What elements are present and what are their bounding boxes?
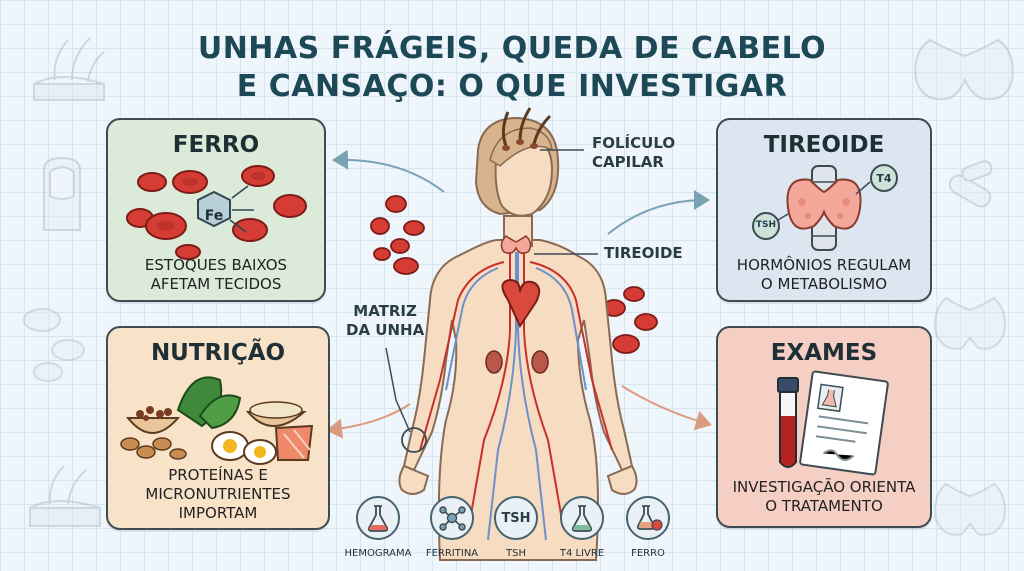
page-title: UNHAS FRÁGEIS, QUEDA DE CABELO E CANSAÇO…: [0, 30, 1024, 106]
card-tireoide-title: TIREOIDE: [763, 132, 885, 158]
hormone-tsh-label: TSH: [755, 220, 777, 230]
exam-hemograma: HEMOGRAMA: [336, 496, 420, 559]
label-matriz-da-unha: MATRIZ DA UNHA: [346, 302, 425, 339]
thyroid-outline-icon: [914, 38, 1014, 101]
exam-label: FERRITINA: [425, 548, 479, 559]
tsh-badge-icon: TSH: [494, 496, 538, 540]
thyroid-gland-icon: [752, 164, 898, 251]
title-line-1: UNHAS FRÁGEIS, QUEDA DE CABELO: [197, 31, 827, 66]
label-foliculo-capilar: FOLÍCULO CAPILAR: [592, 134, 676, 171]
arrow-to-exames: [621, 385, 712, 431]
card-exames: EXAMES INVESTIGAÇÃO ORIENTA O TRATAMENTO: [716, 326, 932, 528]
card-nutricao-description: PROTEÍNAS E MICRONUTRIENTES IMPORTAM: [145, 466, 291, 522]
hair-follicle-icon: [29, 465, 101, 527]
finger-nail-icon: [43, 156, 81, 231]
card-ferro-description: ESTOQUES BAIXOS AFETAM TECIDOS: [144, 256, 288, 293]
label-tireoide: TIREOIDE: [604, 244, 683, 262]
exam-label: FERRO: [631, 548, 665, 559]
exam-label: TSH: [506, 548, 526, 559]
card-nutricao-title: NUTRIÇÃO: [150, 340, 286, 366]
blood-cell-outline-icon: [23, 308, 85, 382]
hair-follicle-icon: [33, 37, 105, 101]
exam-tsh: TSH TSH: [474, 496, 558, 559]
iron-blood-cells-icon: [126, 165, 307, 260]
arrow-to-ferro: [332, 149, 445, 193]
exam-label: HEMOGRAMA: [344, 548, 412, 559]
exam-label: T4 LIVRE: [559, 548, 605, 559]
lab-report-icon: [777, 370, 889, 476]
thyroid-outline-icon: [934, 296, 1006, 350]
title-line-2: E CANSAÇO: O QUE INVESTIGAR: [236, 69, 788, 104]
card-tireoide: TIREOIDE T4 TSH HORMÔNIOS REGULAM O META…: [716, 118, 932, 302]
card-exames-description: INVESTIGAÇÃO ORIENTA O TRATAMENTO: [732, 478, 916, 515]
card-nutricao: NUTRIÇÃO PROTEÍNAS E MICRONUTRIENTES IMP…: [106, 326, 330, 530]
human-body-icon: [398, 107, 638, 561]
molecule-icon: [430, 496, 474, 540]
card-ferro: FERRO Fe ESTOQUES BAIXOS AFETAM TECIDOS: [106, 118, 326, 302]
flask-icon: [356, 496, 400, 540]
card-ferro-title: FERRO: [172, 132, 260, 158]
hormone-t4-label: T4: [876, 172, 892, 185]
thyroid-outline-icon: [934, 482, 1006, 536]
exam-ferro: FERRO: [606, 496, 690, 559]
flask-icon: [560, 496, 604, 540]
flask-drop-icon: [626, 496, 670, 540]
arrow-to-nutricao: [326, 403, 411, 439]
capsule-outline-icon: [948, 160, 993, 208]
iron-symbol: Fe: [204, 208, 224, 224]
card-exames-title: EXAMES: [770, 340, 878, 366]
exam-t4-livre: T4 LIVRE: [540, 496, 624, 559]
arrow-to-tireoide: [607, 190, 710, 235]
exam-ferritina: FERRITINA: [410, 496, 494, 559]
card-tireoide-description: HORMÔNIOS REGULAM O METABOLISMO: [736, 256, 912, 293]
food-nutrition-icon: [120, 376, 314, 465]
